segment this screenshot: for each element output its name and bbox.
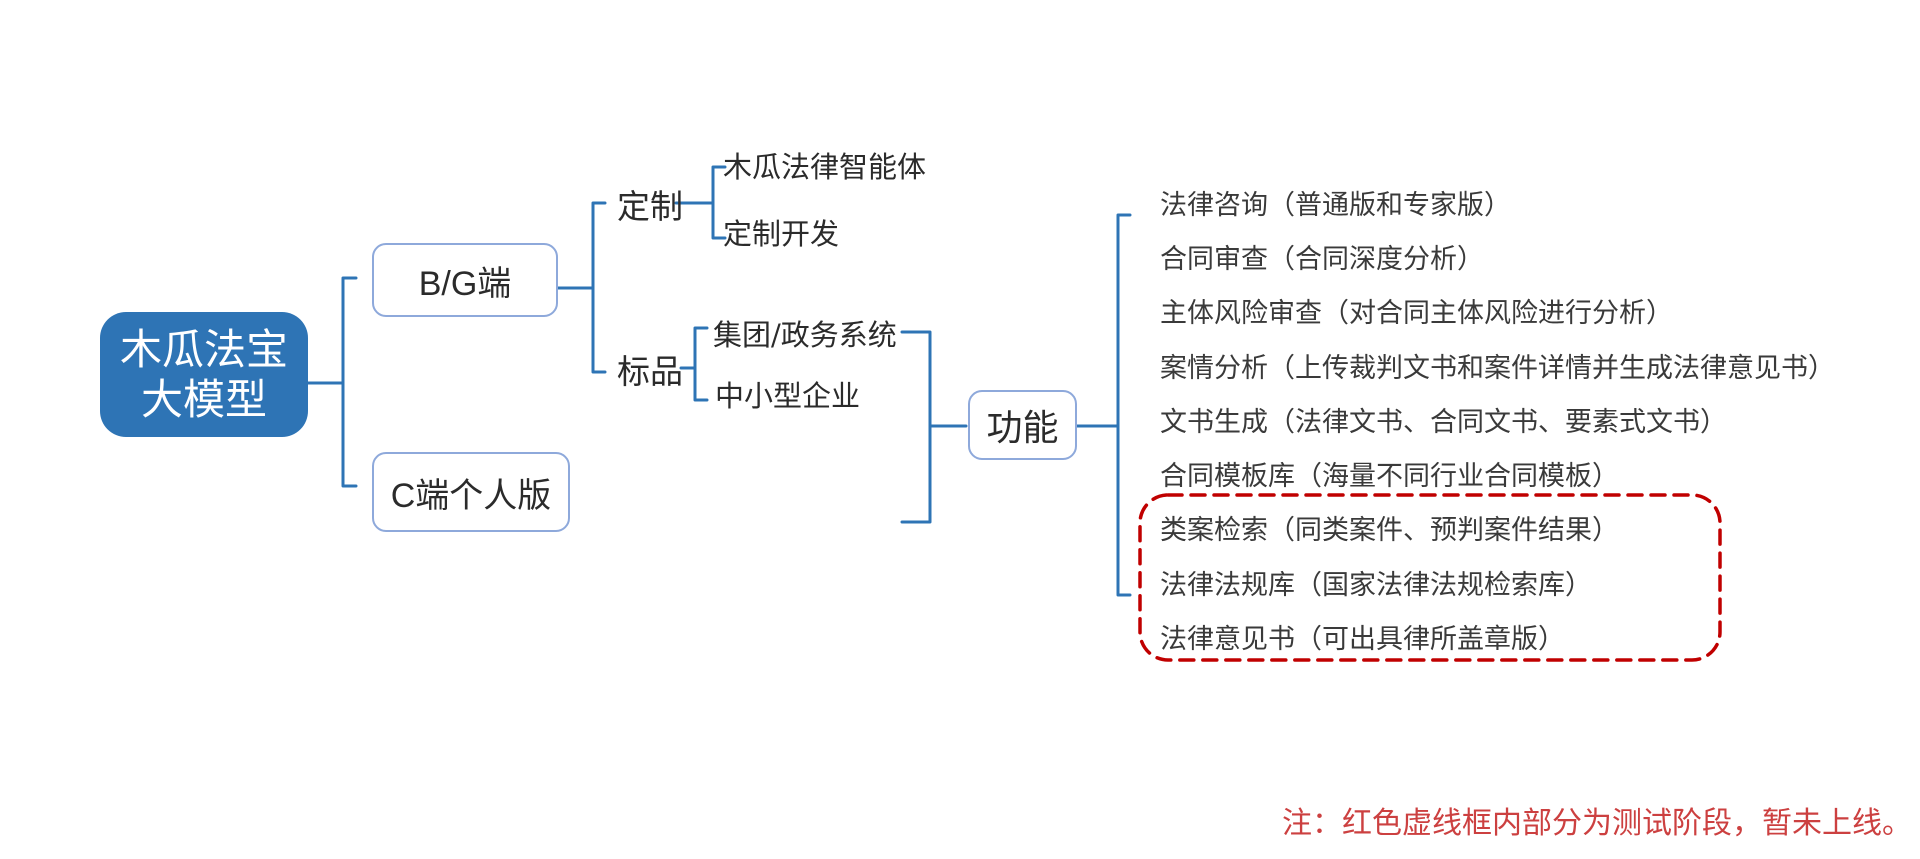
function-item-law-regulation-library: 法律法规库（国家法律法规检索库） [1160, 570, 1592, 602]
node-c-side: C端个人版 [372, 452, 570, 532]
bg-children-bracket [591, 201, 607, 374]
functions-bracket [1116, 213, 1132, 597]
label-standard-branch: 标品 [617, 351, 683, 391]
test-phase-dashed-box [1138, 493, 1722, 662]
custom-children-bracket [711, 165, 727, 240]
group-brace [900, 330, 932, 524]
leaf-legal-agent: 木瓜法律智能体 [723, 150, 927, 185]
function-item-contract-template-library: 合同模板库（海量不同行业合同模板） [1160, 461, 1619, 493]
node-functions-hub: 功能 [968, 390, 1077, 460]
node-bg-side-label: B/G端 [418, 264, 512, 303]
function-item-legal-consult: 法律咨询（普通版和专家版） [1160, 190, 1511, 222]
root-node: 木瓜法宝 大模型 [100, 312, 308, 437]
test-phase-note: 注：红色虚线框内部分为测试阶段，暂未上线。 [1282, 806, 1912, 841]
label-custom-branch: 定制 [617, 186, 683, 226]
standard-children-bracket [693, 326, 709, 402]
function-item-subject-risk-review: 主体风险审查（对合同主体风险进行分析） [1160, 298, 1673, 330]
leaf-custom-development: 定制开发 [723, 217, 840, 252]
node-c-side-label: C端个人版 [390, 476, 552, 515]
node-functions-hub-label: 功能 [986, 408, 1059, 449]
root-bracket [341, 276, 358, 488]
leaf-sme: 中小型企业 [715, 379, 861, 414]
function-item-case-analysis: 案情分析（上传裁判文书和案件详情并生成法律意见书） [1160, 353, 1835, 385]
node-bg-side: B/G端 [372, 243, 558, 317]
function-item-similar-case-search: 类案检索（同类案件、预判案件结果） [1160, 515, 1619, 547]
function-item-legal-opinion: 法律意见书（可出具律所盖章版） [1160, 624, 1565, 656]
root-node-label: 木瓜法宝 大模型 [119, 324, 288, 424]
function-item-document-generation: 文书生成（法律文书、合同文书、要素式文书） [1160, 407, 1727, 439]
function-item-contract-review: 合同审查（合同深度分析） [1160, 244, 1484, 276]
leaf-group-government-system: 集团/政务系统 [713, 318, 897, 353]
